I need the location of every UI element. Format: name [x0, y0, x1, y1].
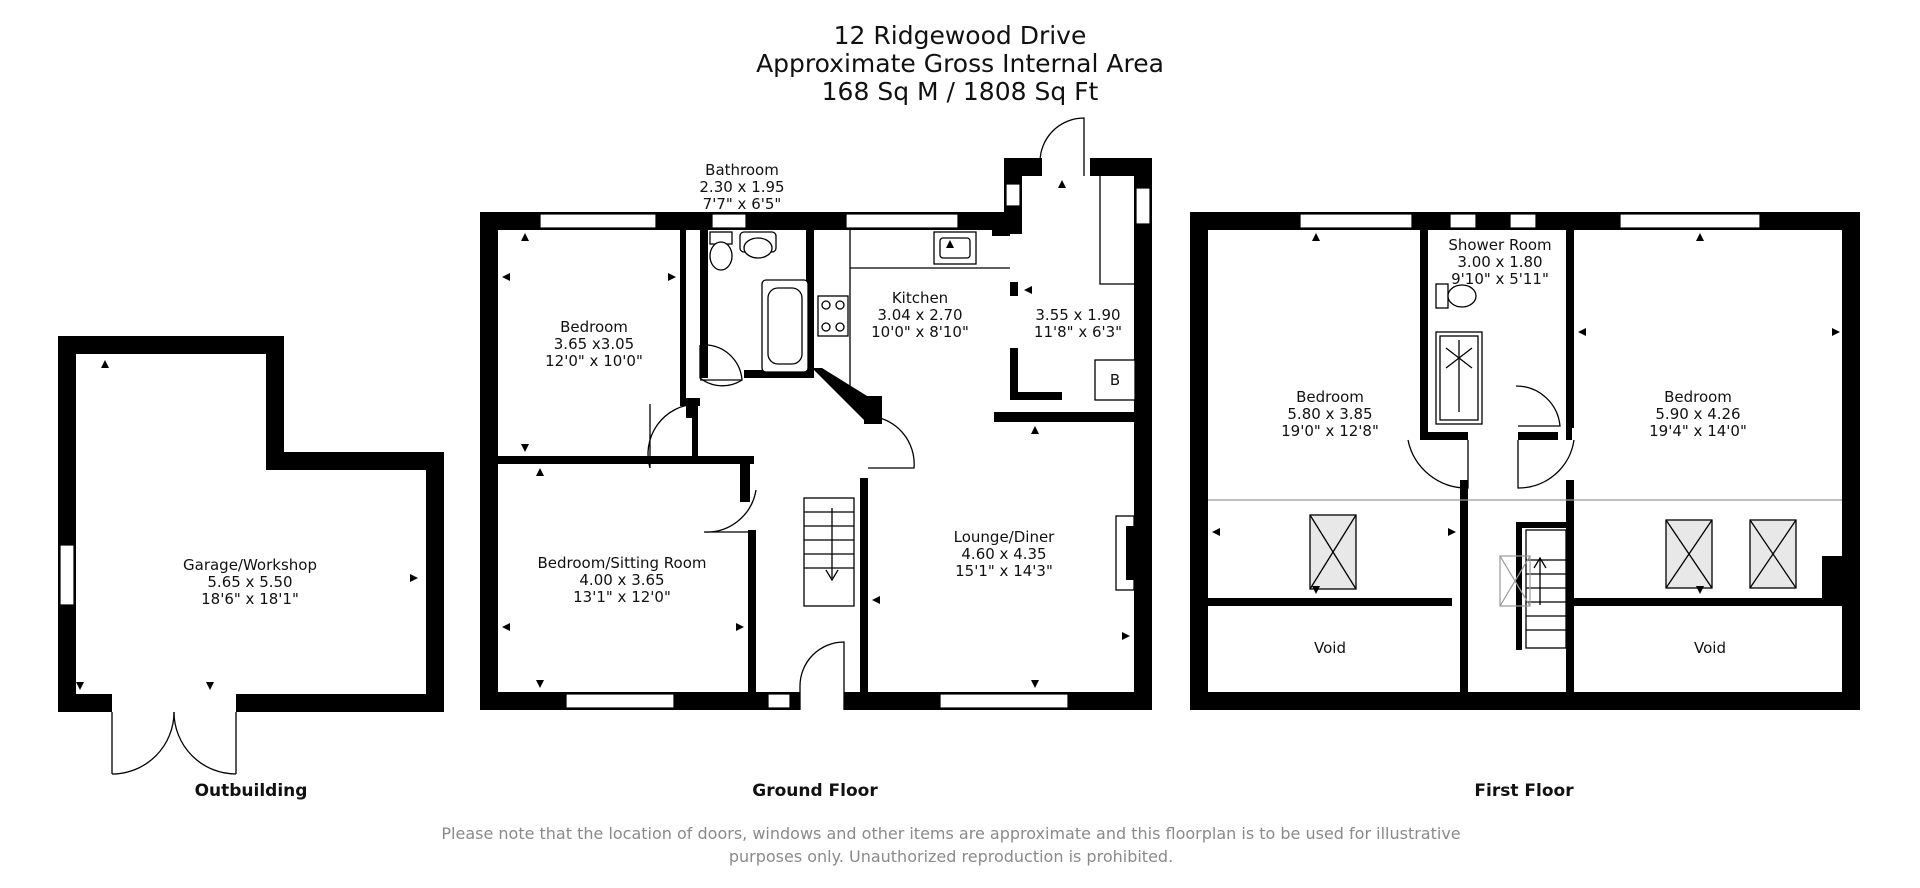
- kitchen-fixtures: [817, 176, 1134, 390]
- floor-label-ground: Ground Floor: [752, 781, 878, 801]
- shower-fixtures: [1435, 283, 1483, 425]
- svg-text:11'8" x 6'3": 11'8" x 6'3": [1034, 323, 1122, 341]
- svg-text:5.90 x 4.26: 5.90 x 4.26: [1655, 405, 1740, 423]
- room-label-bathroom: Bathroom 2.30 x 1.95 7'7" x 6'5": [699, 161, 784, 213]
- door: [699, 345, 743, 387]
- svg-text:19'0" x 12'8": 19'0" x 12'8": [1281, 422, 1379, 440]
- svg-text:Bedroom: Bedroom: [560, 318, 628, 336]
- skylight: [1749, 519, 1797, 589]
- room-label-kitchen: Kitchen 3.04 x 2.70 10'0" x 8'10": [871, 289, 969, 341]
- svg-text:5.65 x 5.50: 5.65 x 5.50: [207, 573, 292, 591]
- svg-text:Bathroom: Bathroom: [705, 161, 779, 179]
- svg-text:Garage/Workshop: Garage/Workshop: [183, 556, 317, 574]
- door: [1517, 439, 1575, 489]
- svg-text:Kitchen: Kitchen: [892, 289, 948, 307]
- window: [1449, 213, 1477, 229]
- skylight: [1665, 519, 1713, 589]
- door: [647, 403, 697, 469]
- window: [59, 544, 75, 606]
- svg-text:10'0" x 8'10": 10'0" x 8'10": [871, 323, 969, 341]
- room-label-lounge: Lounge/Diner 4.60 x 4.35 15'1" x 14'3": [954, 528, 1056, 580]
- area-label: Approximate Gross Internal Area: [756, 49, 1164, 78]
- door: [703, 489, 757, 533]
- svg-text:3.04 x 2.70: 3.04 x 2.70: [877, 306, 962, 324]
- door: [1515, 385, 1561, 427]
- room-label-void-left: Void: [1314, 639, 1346, 657]
- window: [565, 693, 675, 709]
- staircase: [1499, 529, 1567, 649]
- svg-text:18'6" x 18'1": 18'6" x 18'1": [201, 590, 299, 608]
- double-door: [111, 711, 237, 775]
- disclaimer-line-2: purposes only. Unauthorized reproduction…: [729, 847, 1173, 866]
- svg-text:3.65 x3.05: 3.65 x3.05: [554, 335, 634, 353]
- skylight: [1309, 514, 1357, 590]
- svg-text:3.00 x 1.80: 3.00 x 1.80: [1457, 253, 1542, 271]
- room-label-garage: Garage/Workshop 5.65 x 5.50 18'6" x 18'1…: [183, 556, 317, 608]
- door: [1039, 117, 1085, 176]
- room-label-bedroom-gf: Bedroom 3.65 x3.05 12'0" x 10'0": [545, 318, 643, 370]
- window: [1509, 213, 1537, 229]
- property-address: 12 Ridgewood Drive: [834, 21, 1087, 50]
- svg-text:Lounge/Diner: Lounge/Diner: [954, 528, 1056, 546]
- door: [700, 344, 743, 381]
- window: [711, 213, 747, 229]
- window: [845, 213, 959, 229]
- svg-text:Bedroom: Bedroom: [1664, 388, 1732, 406]
- svg-text:Bedroom/Sitting Room: Bedroom/Sitting Room: [537, 554, 706, 572]
- svg-text:4.60 x 4.35: 4.60 x 4.35: [961, 545, 1046, 563]
- svg-text:12'0" x 10'0": 12'0" x 10'0": [545, 352, 643, 370]
- room-label-bedroom-ff-left: Bedroom 5.80 x 3.85 19'0" x 12'8": [1281, 388, 1379, 440]
- first-floor-plan: Shower Room 3.00 x 1.80 9'10" x 5'11" Be…: [1190, 212, 1860, 801]
- svg-text:15'1" x 14'3": 15'1" x 14'3": [955, 562, 1053, 580]
- window: [1135, 187, 1151, 225]
- svg-text:9'10" x 5'11": 9'10" x 5'11": [1451, 270, 1549, 288]
- disclaimer: Please note that the location of doors, …: [441, 824, 1460, 866]
- svg-text:Bedroom: Bedroom: [1296, 388, 1364, 406]
- window: [1299, 213, 1413, 229]
- room-label-bedroom-ff-right: Bedroom 5.90 x 4.26 19'4" x 14'0": [1649, 388, 1747, 440]
- staircase: [803, 497, 855, 607]
- room-label-void-right: Void: [1694, 639, 1726, 657]
- window: [939, 693, 1069, 709]
- bathroom-fixtures: [709, 231, 809, 373]
- boiler-label: B: [1110, 371, 1120, 389]
- window: [539, 213, 657, 229]
- door: [1407, 439, 1469, 489]
- svg-text:13'1" x 12'0": 13'1" x 12'0": [573, 588, 671, 606]
- door: [867, 415, 915, 469]
- svg-text:Shower Room: Shower Room: [1448, 236, 1551, 254]
- room-label-bedroom-sitting: Bedroom/Sitting Room 4.00 x 3.65 13'1" x…: [537, 554, 706, 606]
- window: [1005, 183, 1021, 207]
- floorplan-header: 12 Ridgewood Drive Approximate Gross Int…: [756, 21, 1164, 106]
- floor-label-first: First Floor: [1474, 781, 1574, 801]
- floor-label-outbuilding: Outbuilding: [195, 781, 308, 801]
- window: [1619, 213, 1761, 229]
- svg-text:7'7" x 6'5": 7'7" x 6'5": [703, 195, 782, 213]
- outbuilding-plan: Garage/Workshop 5.65 x 5.50 18'6" x 18'1…: [58, 336, 444, 801]
- window: [767, 693, 791, 709]
- door: [799, 641, 845, 710]
- area-value: 168 Sq M / 1808 Sq Ft: [822, 77, 1099, 106]
- ground-floor-plan: Bathroom 2.30 x 1.95 7'7" x 6'5" Bedroom…: [480, 117, 1152, 801]
- room-label-shower: Shower Room 3.00 x 1.80 9'10" x 5'11": [1448, 236, 1551, 288]
- svg-text:4.00 x 3.65: 4.00 x 3.65: [579, 571, 664, 589]
- svg-text:5.80 x 3.85: 5.80 x 3.85: [1287, 405, 1372, 423]
- svg-text:3.55 x 1.90: 3.55 x 1.90: [1035, 306, 1120, 324]
- disclaimer-line-1: Please note that the location of doors, …: [441, 824, 1460, 843]
- room-label-utility: 3.55 x 1.90 11'8" x 6'3": [1034, 306, 1122, 341]
- svg-text:19'4" x 14'0": 19'4" x 14'0": [1649, 422, 1747, 440]
- svg-text:2.30 x 1.95: 2.30 x 1.95: [699, 178, 784, 196]
